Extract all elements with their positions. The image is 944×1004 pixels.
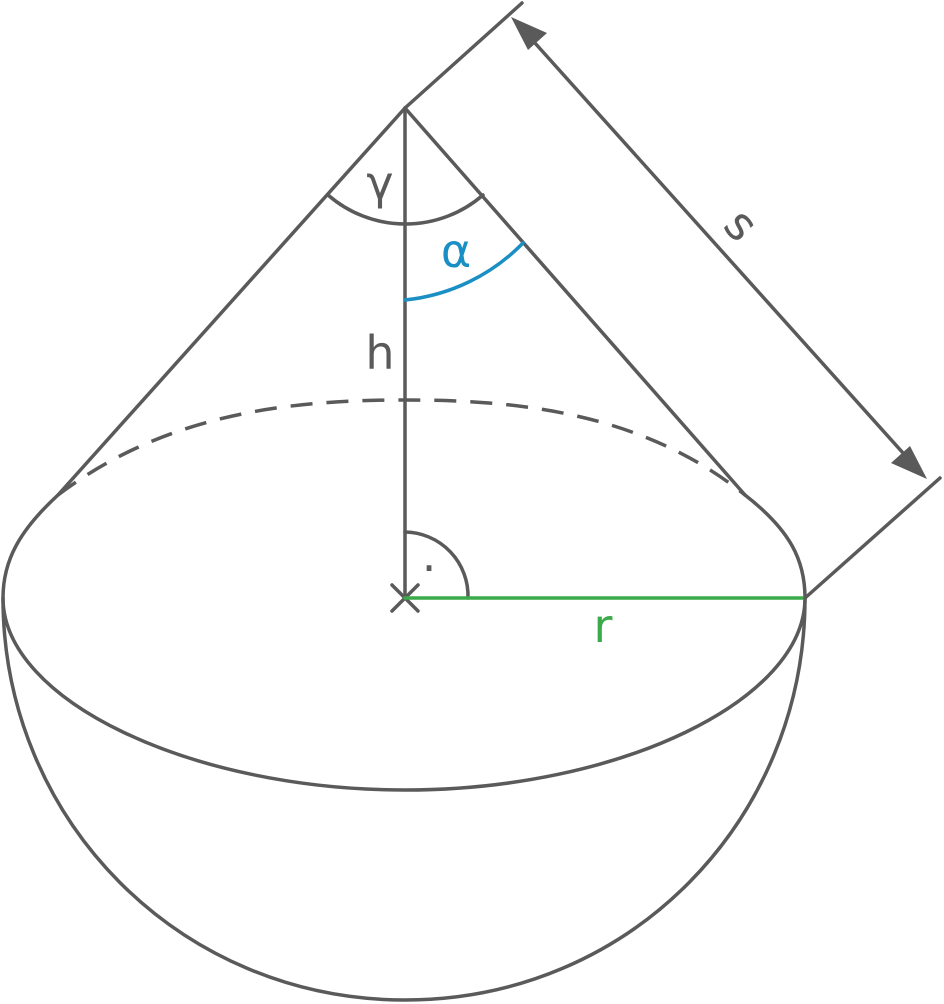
cone-left-edge <box>56 106 407 497</box>
height-label: h <box>365 326 394 380</box>
slant-dimension-line <box>515 21 923 475</box>
slant-arrow-bottom <box>891 446 927 479</box>
slant-extension-bottom <box>803 476 942 600</box>
right-angle-arc <box>403 530 470 600</box>
right-angle-dot: · <box>422 541 437 595</box>
gamma-label: γ <box>366 156 393 210</box>
alpha-angle-arc <box>403 241 525 302</box>
slant-label: s <box>713 198 769 252</box>
radius-label: r <box>594 599 613 653</box>
gamma-angle-arc <box>326 193 485 226</box>
slant-arrow-top <box>511 17 547 50</box>
hemisphere-outline <box>1 596 807 1002</box>
alpha-label: α <box>441 224 471 278</box>
slant-extension-top <box>403 1 524 110</box>
base-back-rim-dashed <box>56 398 747 497</box>
cone-right-edge <box>403 106 747 497</box>
